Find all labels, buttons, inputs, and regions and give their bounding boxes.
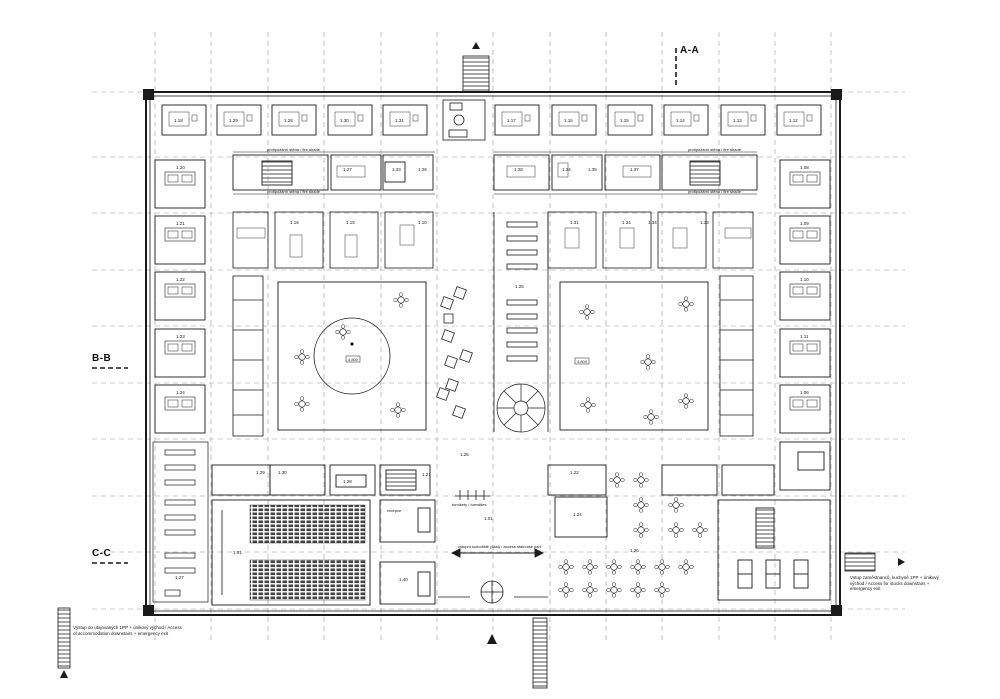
room-label: 1.28 <box>284 118 293 123</box>
room-label: 1.37 <box>630 167 639 172</box>
room-label: 1.16 <box>564 118 573 123</box>
atrium-stair-bars <box>493 212 549 432</box>
lobby-label: 1.01 <box>484 516 493 521</box>
section-markers <box>92 48 677 564</box>
second-row-right <box>493 154 758 191</box>
room-label: 1.34 <box>622 220 631 225</box>
fire-shade-label: protipožární stěna / fire shade <box>688 147 741 152</box>
bottom-rooms-left <box>211 464 431 496</box>
room-label: 1.09 <box>800 221 809 226</box>
second-row-left <box>232 154 434 191</box>
room-label: 1.14 <box>676 118 685 123</box>
top-staircase <box>462 42 490 93</box>
room-label: 1.34 <box>562 167 571 172</box>
room-label: 1.31 <box>395 118 404 123</box>
inner-left-rooms <box>232 211 434 437</box>
room-label: 1.31 <box>570 220 579 225</box>
room-label: 1.16 <box>290 220 299 225</box>
room-label: 1.34 <box>648 220 657 225</box>
room-label: 1.40 <box>399 577 408 582</box>
room-label: 1.35 <box>588 167 597 172</box>
room-label: 1.21 <box>176 221 185 226</box>
fire-shade-label: protipožární stěna / fire shade <box>267 147 320 152</box>
top-office-desks <box>168 111 813 127</box>
room-label: 1.27 <box>175 575 184 580</box>
room-label: 1.06 <box>800 390 809 395</box>
room-label: 1.10 <box>418 220 427 225</box>
section-c-label: C-C <box>92 548 112 559</box>
room-label: 1.27 <box>343 167 352 172</box>
left-seating-strip <box>152 441 209 603</box>
room-label: 1.15 <box>620 118 629 123</box>
bottom-rooms-right <box>547 451 831 601</box>
room-label: 1.30 <box>278 470 287 475</box>
bottom-center-rooms <box>379 499 436 605</box>
left-offices <box>154 159 206 434</box>
left-staircase <box>57 607 71 678</box>
right-staircase <box>844 552 905 572</box>
room-label: 1.33 <box>392 167 401 172</box>
room-label: 1.13 <box>733 118 742 123</box>
room-label: 1.22 <box>570 470 579 475</box>
room-label: 1.33 <box>700 220 709 225</box>
turnstiles <box>455 490 490 500</box>
room-label: 1.10 <box>800 277 809 282</box>
reception-label: recepce <box>387 508 402 513</box>
section-a-label: A-A <box>680 45 700 56</box>
entrance <box>438 580 548 689</box>
room-label: 1.15 <box>346 220 355 225</box>
main-corridor-arrow <box>450 548 545 558</box>
inner-right-rooms <box>547 211 754 437</box>
lift-cabins <box>236 224 752 258</box>
room-label: 1.28 <box>514 167 523 172</box>
section-b-label: B-B <box>92 353 112 364</box>
room-label: 1.08 <box>800 165 809 170</box>
top-core <box>442 99 486 141</box>
room-label: 1.11 <box>800 334 809 339</box>
exit-left-note: Výstup do utajovaných 1PP + únikový vých… <box>73 625 182 636</box>
cafe-tables <box>558 472 708 598</box>
room-label: 1.22 <box>176 277 185 282</box>
fire-shade-lines <box>233 151 757 195</box>
room-label: 1.17 <box>507 118 516 123</box>
atrium-label: 1.26 <box>515 284 524 289</box>
lecture-label: 1.01 <box>233 550 242 555</box>
exit-right-note: Vstup zaměstnanců, kuchyně 1PP + únikový… <box>850 575 939 592</box>
room-label: 1.26 <box>630 548 639 553</box>
room-label: 1.18 <box>174 118 183 123</box>
main-entrance-label: vstupní schodiště (část) / access stairc… <box>458 544 541 549</box>
room-label: 1.28 <box>343 479 352 484</box>
grid-lines <box>92 32 905 640</box>
room-label: 1.21 <box>422 472 431 477</box>
left-courtyard <box>277 281 427 431</box>
room-label: 1.20 <box>176 165 185 170</box>
spiral-staircase <box>496 383 546 433</box>
lecture-hall <box>211 499 371 606</box>
fire-shade-label: protipožární stěna / fire shade <box>688 189 741 194</box>
turnstiles-label: turnikety / turnstiles <box>452 502 487 507</box>
corner-columns <box>143 89 842 616</box>
outer-walls <box>145 91 841 616</box>
room-label: 1.30 <box>340 118 349 123</box>
right-courtyard <box>559 281 709 431</box>
atrium-seats <box>436 286 473 419</box>
courtyard-elevation: 4,800 <box>577 359 588 364</box>
room-label: 1.12 <box>789 118 798 123</box>
room-label: 1.29 <box>229 118 238 123</box>
room-label: 1.24 <box>176 390 185 395</box>
room-label: 1.23 <box>176 334 185 339</box>
fire-shade-label: protipožární stěna / fire shade <box>267 189 320 194</box>
right-offices <box>779 159 831 491</box>
top-offices <box>161 104 822 136</box>
room-label: 1.26 <box>418 167 427 172</box>
hall-label: 1.26 <box>460 452 469 457</box>
courtyard-elevation: 4,800 <box>348 357 359 362</box>
meeting-tables <box>336 162 652 178</box>
room-label: 1.24 <box>573 512 582 517</box>
room-label: 1.29 <box>256 470 265 475</box>
